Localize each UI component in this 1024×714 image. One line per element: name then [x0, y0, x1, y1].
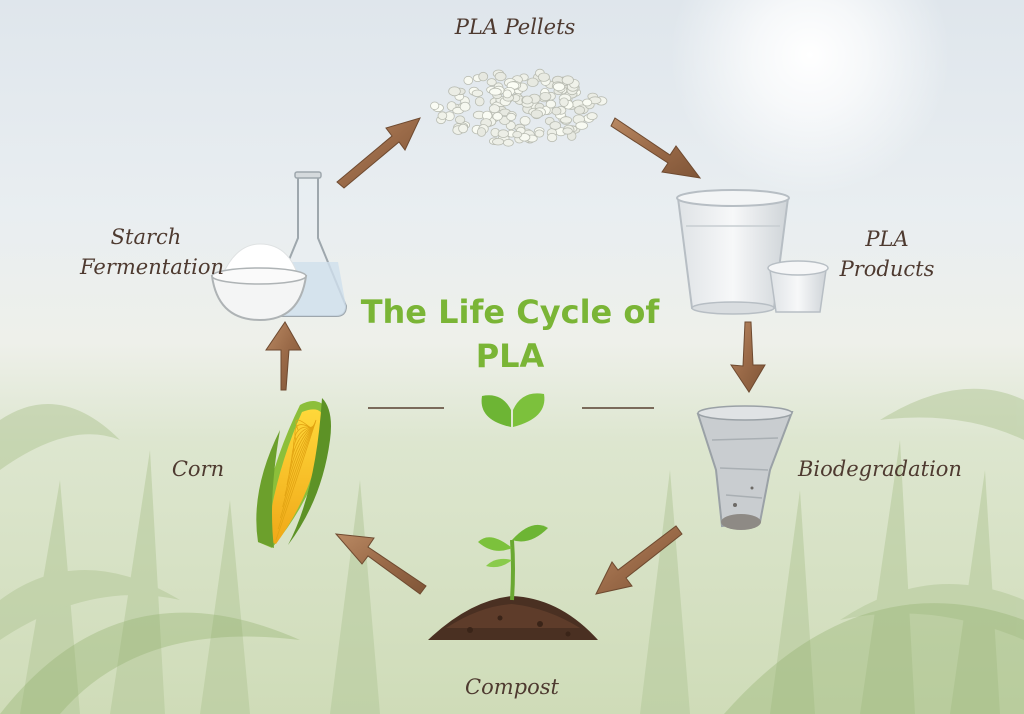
pellet — [476, 127, 487, 137]
pellet — [519, 116, 531, 126]
pellet — [562, 127, 573, 135]
arrow-compost-to-corn — [334, 533, 427, 595]
starch-fermentation-image — [210, 171, 348, 322]
label-starch-line-1: Starch — [110, 225, 182, 249]
title-line-1: The Life Cycle of — [360, 293, 660, 331]
pellet — [488, 104, 501, 114]
pellet — [478, 71, 489, 82]
pellet — [530, 109, 543, 119]
pellet — [506, 112, 517, 121]
label-corn: Corn — [171, 457, 225, 481]
pellet — [489, 87, 502, 96]
pellet — [575, 121, 588, 130]
arrow-corn-to-starch — [265, 321, 302, 391]
cycle-arrows — [265, 117, 766, 595]
divider-left — [368, 407, 444, 409]
pellet — [512, 131, 523, 139]
label-pla-products-line-2: Products — [839, 257, 935, 282]
cornfield-background — [0, 388, 1024, 714]
pellet — [486, 78, 497, 86]
pellet — [458, 123, 469, 134]
arrow-products-to-biodegradation — [730, 321, 766, 393]
pellet — [471, 89, 484, 97]
page-title: The Life Cycle of PLA — [340, 290, 680, 378]
compost-image — [428, 524, 598, 640]
corn-kernel-row — [295, 419, 314, 431]
pla-products-image — [676, 189, 829, 315]
title-line-2: PLA — [475, 337, 545, 376]
pellet — [430, 101, 440, 110]
label-compost: Compost — [465, 675, 559, 699]
pellet — [539, 92, 552, 102]
label-pla-products-line-1: PLA — [865, 227, 909, 251]
pellet — [560, 116, 573, 124]
pellet — [497, 129, 509, 139]
leaf-logo-icon — [481, 393, 545, 427]
pellet — [552, 82, 566, 92]
pellet — [526, 77, 539, 88]
pellet — [502, 139, 514, 147]
corn-kernel-row — [275, 419, 317, 541]
pellet — [437, 111, 448, 120]
sun-glow — [670, 0, 950, 195]
pellet — [574, 105, 585, 115]
pellet — [474, 96, 485, 107]
corn-kernel-row — [277, 420, 317, 530]
label-biodegradation: Biodegradation — [798, 457, 962, 481]
pellet — [545, 99, 557, 109]
label-pla-products: PLA Products — [832, 224, 942, 285]
cornfield-foreground — [0, 603, 1024, 714]
biodegradation-image — [696, 405, 794, 530]
pellet — [582, 98, 593, 107]
pellet — [537, 72, 550, 82]
pellet — [454, 115, 466, 124]
pellet — [492, 112, 503, 121]
arrow-pellets-to-products — [610, 117, 702, 179]
divider-right — [582, 407, 654, 409]
pellet — [586, 112, 598, 120]
pellet — [502, 89, 512, 99]
pellet — [561, 75, 574, 85]
pellet — [549, 121, 562, 130]
arrow-starch-to-pellets — [336, 117, 421, 189]
arrow-biodegradation-to-compost — [595, 525, 683, 595]
label-starch-fermentation: Starch Fermentation — [80, 222, 225, 283]
pellet — [551, 106, 562, 116]
pellet — [448, 86, 461, 97]
pellet — [494, 71, 507, 82]
pellet — [559, 97, 569, 107]
pellet — [463, 75, 474, 85]
pellet — [522, 95, 533, 105]
pellet — [546, 132, 558, 143]
pellet — [534, 129, 545, 138]
label-pla-pellets: PLA Pellets — [454, 15, 576, 39]
pellet — [492, 137, 505, 146]
pla-pellets-image — [430, 68, 608, 147]
pellet — [459, 101, 471, 112]
corn-kernel-row — [280, 421, 316, 519]
corn-image — [256, 398, 331, 548]
label-starch-line-2: Fermentation — [80, 255, 225, 280]
